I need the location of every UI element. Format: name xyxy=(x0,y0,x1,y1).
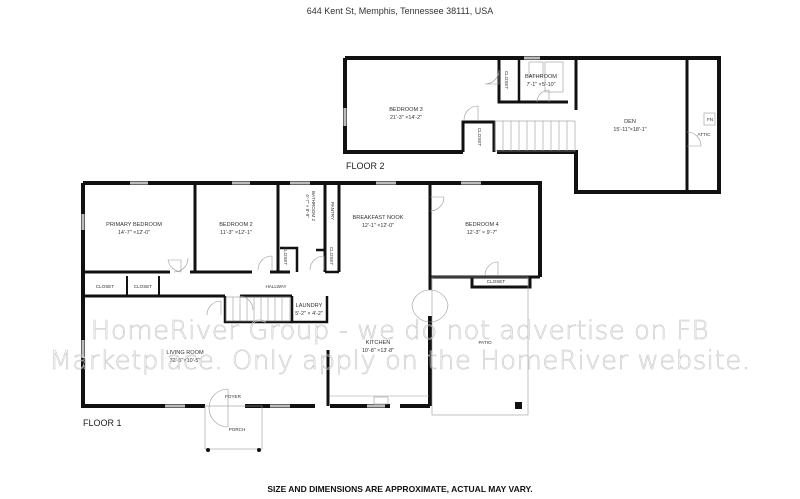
room-name: BATHROOM xyxy=(525,74,557,80)
room-name: ATTIC xyxy=(698,132,712,137)
floor-2-plan xyxy=(343,56,721,194)
room-dims: 4'-7" × 8'-9" xyxy=(305,194,310,218)
room-name: BEDROOM 2 xyxy=(219,222,253,228)
room-name: CLOSET xyxy=(283,247,288,266)
room-name: LAUNDRY xyxy=(296,303,323,309)
room-name: HALLWAY xyxy=(265,284,286,289)
room-name: BREAKFAST NOOK xyxy=(353,215,404,221)
room-dims: 10'-8" ×13'-8" xyxy=(362,348,394,354)
floor-2-label: FLOOR 2 xyxy=(346,161,385,171)
room-name: CLOSET xyxy=(477,128,482,147)
room-name: PANTRY xyxy=(330,202,335,220)
room-name: KITCHEN xyxy=(366,340,391,346)
room-dims: 12'-1" ×12'-0" xyxy=(362,223,394,229)
room-name: FOYER xyxy=(225,394,242,399)
room-name: CLOSET xyxy=(134,284,153,289)
room-name: CLOSET xyxy=(504,71,509,90)
watermark-line-1: HomeRiver Group - we do not advertise on… xyxy=(90,316,710,347)
room-dims: 14'-7" ×12'-0" xyxy=(118,230,150,236)
room-dims: 21'-3" ×14'-2" xyxy=(390,115,422,121)
room-dims: 32'-5"×10'-5" xyxy=(170,358,201,364)
room-dims: 11'-3" ×12'-1" xyxy=(220,230,252,236)
room-name: DEN xyxy=(624,119,636,125)
room-name: PRIMARY BEDROOM xyxy=(106,222,162,228)
room-name: CLOSET xyxy=(96,284,115,289)
disclaimer-text: SIZE AND DIMENSIONS ARE APPROXIMATE, ACT… xyxy=(267,484,533,494)
room-name: PATIO xyxy=(478,340,492,345)
room-dims: 15'-11"×18'-1" xyxy=(613,127,646,133)
room-name: BEDROOM 4 xyxy=(465,222,499,228)
room-dims: 12'-3" × 9'-7" xyxy=(467,230,498,236)
floor-1-label: FLOOR 1 xyxy=(83,418,122,428)
stairs-floor-1 xyxy=(225,296,291,322)
property-address: 644 Kent St, Memphis, Tennessee 38111, U… xyxy=(306,6,494,16)
room-name: BEDROOM 3 xyxy=(389,107,423,113)
fixture-label: FN xyxy=(707,117,713,122)
room-name: CLOSET xyxy=(329,247,334,266)
room-name: LIVING ROOM xyxy=(166,350,204,356)
room-name: CLOSET xyxy=(487,279,506,284)
watermark-line-2: Marketplace. Only apply on the HomeRiver… xyxy=(49,346,751,377)
stairs-floor-2 xyxy=(494,120,576,152)
room-name: BATHROOM 2 xyxy=(311,191,316,221)
room-name: PORCH xyxy=(229,427,246,432)
room-dims: 7'-1" ×5'-10" xyxy=(526,82,555,88)
room-dims: 5'-2" × 4'-2" xyxy=(295,311,323,317)
